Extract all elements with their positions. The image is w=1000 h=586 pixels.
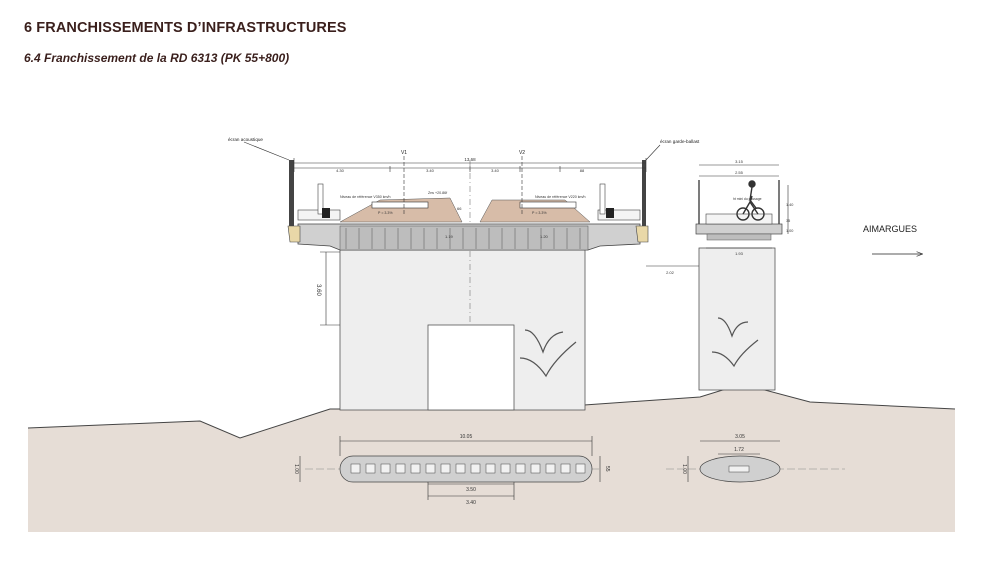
dim-pier-plan-side: 55 <box>604 466 610 472</box>
track-v1-label: V1 <box>401 150 407 156</box>
pier-plan-hole <box>500 463 511 474</box>
pier-plan-hole <box>440 463 451 474</box>
bridge-deck <box>297 223 641 251</box>
pier-plan-hole <box>365 463 376 474</box>
small-pier <box>698 247 776 391</box>
dim-bike-lower: 1.93 <box>735 251 744 256</box>
cyclist-icon <box>736 180 765 221</box>
dim-pier-plan-inner: 3.50 <box>466 487 476 493</box>
dim-bike-h3: 1.00 <box>786 229 793 233</box>
pier-plan-hole <box>395 463 406 474</box>
bike-clearance-label: ht mini du passage <box>733 197 762 201</box>
pier-plan-hole <box>575 463 586 474</box>
dim-bike-h1: 1.40 <box>786 203 793 207</box>
pier-plan-main <box>305 455 600 483</box>
bird-motif-small <box>711 317 759 368</box>
deck-ribs <box>345 228 581 249</box>
dim-small-plan-w: 3.05 <box>735 434 745 440</box>
pier-plan-holes <box>350 463 586 474</box>
subsection-title: 6.4 Franchissement de la RD 6313 (PK 55+… <box>24 51 290 65</box>
pier-plan-hole <box>560 463 571 474</box>
slope-right-label: P = 3.3% <box>532 211 547 215</box>
dim-pier-plan-h: 1.00 <box>293 464 299 474</box>
dim-gap: 2.02 <box>666 270 675 275</box>
direction-label: AIMARGUES <box>863 224 917 234</box>
dim-deck-h-right: 1.20 <box>540 234 549 239</box>
pier-opening <box>427 324 515 411</box>
pier-plan-hole <box>425 463 436 474</box>
pier-plan-hole <box>470 463 481 474</box>
pier-plan-hole <box>455 463 466 474</box>
level-v350-label: Niveau de référence V350 km/h <box>340 195 391 199</box>
pier-plan-hole <box>350 463 361 474</box>
pier-plan-hole <box>380 463 391 474</box>
dim-pier-plan-w: 10.05 <box>460 434 473 440</box>
acoustic-screen <box>287 160 341 243</box>
bird-motif <box>519 329 577 378</box>
dim-deck-s4: 88 <box>580 168 585 173</box>
ballast-screen-label: écran garde-ballast <box>660 139 700 144</box>
pier-plan-hole <box>545 463 556 474</box>
pier-plan-hole <box>410 463 421 474</box>
section-title: 6 FRANCHISSEMENTS D’INFRASTRUCTURES <box>24 20 347 36</box>
dim-deck-h-left: 1.19 <box>445 234 454 239</box>
dim-bike-h2: 35 <box>786 219 790 223</box>
track-v2-label: V2 <box>519 150 525 156</box>
dim-deck-s1: 4.30 <box>336 168 345 173</box>
dim-bike-total: 3.15 <box>735 159 744 164</box>
dim-small-plan-inner: 1.72 <box>734 447 744 453</box>
pier-plan-hole <box>530 463 541 474</box>
ballast-screen <box>597 160 649 243</box>
dim-pier-plan-bottom: 3.40 <box>466 500 476 506</box>
pier-plan-hole <box>485 463 496 474</box>
dim-deck-total: 13.68 <box>464 157 476 162</box>
pier-plan-hole <box>515 463 526 474</box>
ballast-left <box>339 197 463 223</box>
dim-deck-s3: 3.40 <box>491 168 500 173</box>
acoustic-screen-label: écran acoustique <box>228 137 263 142</box>
dim-deck-small: 66 <box>457 206 462 211</box>
level-v220-label: Niveau de référence V220 km/h <box>535 195 586 199</box>
dim-small-plan-h: 1.00 <box>681 464 687 474</box>
pier-plan-small <box>666 455 845 483</box>
zone-label: Zrw +20.86f <box>428 191 447 195</box>
dim-deck-s2: 3.40 <box>426 168 435 173</box>
dim-bike-inner: 2.55 <box>735 170 744 175</box>
slope-left-label: P = 3.3% <box>378 211 393 215</box>
dim-pier-height: 3.60 <box>315 284 321 296</box>
